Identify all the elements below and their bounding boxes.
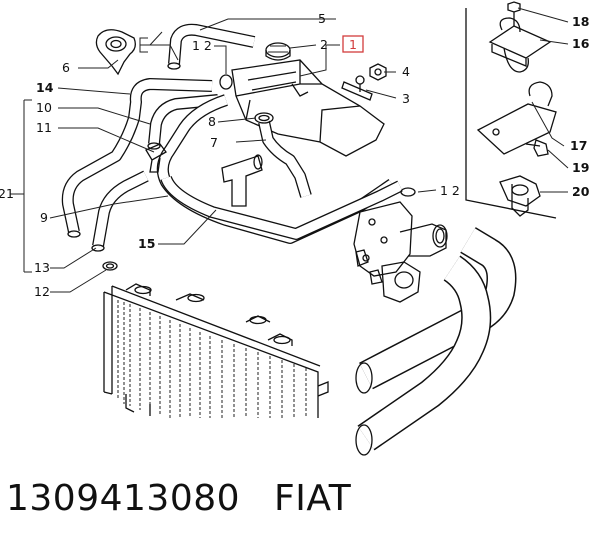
callout-7: 7 bbox=[210, 135, 218, 150]
callout-1-box bbox=[342, 35, 364, 53]
filler-cap bbox=[265, 42, 291, 61]
thermostat-housing bbox=[353, 201, 448, 303]
radiator bbox=[103, 283, 329, 418]
brand-name: FIAT bbox=[274, 478, 352, 519]
hose-bracket bbox=[95, 29, 136, 76]
callout-9: 9 bbox=[40, 210, 48, 225]
callout-16: 16 bbox=[572, 36, 590, 51]
callout-3: 3 bbox=[402, 91, 410, 106]
callout-8: 8 bbox=[208, 114, 216, 129]
part-number: 1309413080 bbox=[6, 478, 241, 519]
callout-4: 4 bbox=[402, 64, 410, 79]
callout-12-top: 1 2 bbox=[192, 38, 212, 53]
hose-clamps bbox=[102, 74, 416, 271]
callout-2: 2 bbox=[320, 37, 328, 52]
callout-12-right: 1 2 bbox=[440, 183, 460, 198]
hoses bbox=[61, 23, 403, 252]
callout-labels: 5 1 2 2 1 4 3 6 14 10 11 8 7 21 9 15 13 … bbox=[0, 11, 590, 299]
callout-13: 13 bbox=[34, 260, 50, 275]
callout-11: 11 bbox=[36, 120, 52, 135]
callout-14: 14 bbox=[36, 80, 54, 95]
callout-19: 19 bbox=[572, 160, 589, 175]
callout-10: 10 bbox=[36, 100, 52, 115]
inset-panel bbox=[465, 1, 557, 219]
callout-15: 15 bbox=[138, 236, 155, 251]
callout-5: 5 bbox=[318, 11, 326, 26]
callout-18: 18 bbox=[572, 14, 589, 29]
nut bbox=[369, 63, 387, 81]
t-connector bbox=[145, 143, 167, 173]
callout-17: 17 bbox=[570, 138, 587, 153]
part-caption: 1309413080 FIAT bbox=[6, 478, 385, 519]
radiator-hoses bbox=[355, 227, 517, 456]
callout-20: 20 bbox=[572, 184, 590, 199]
callout-21: 21 bbox=[0, 186, 14, 201]
callout-6: 6 bbox=[62, 60, 70, 75]
leader-lines bbox=[10, 7, 569, 293]
callout-12-bottom: 12 bbox=[34, 284, 50, 299]
level-sensor bbox=[341, 75, 373, 101]
callout-1: 1 bbox=[349, 37, 357, 52]
expansion-tank bbox=[231, 59, 385, 157]
pipe-fitting bbox=[221, 154, 263, 207]
